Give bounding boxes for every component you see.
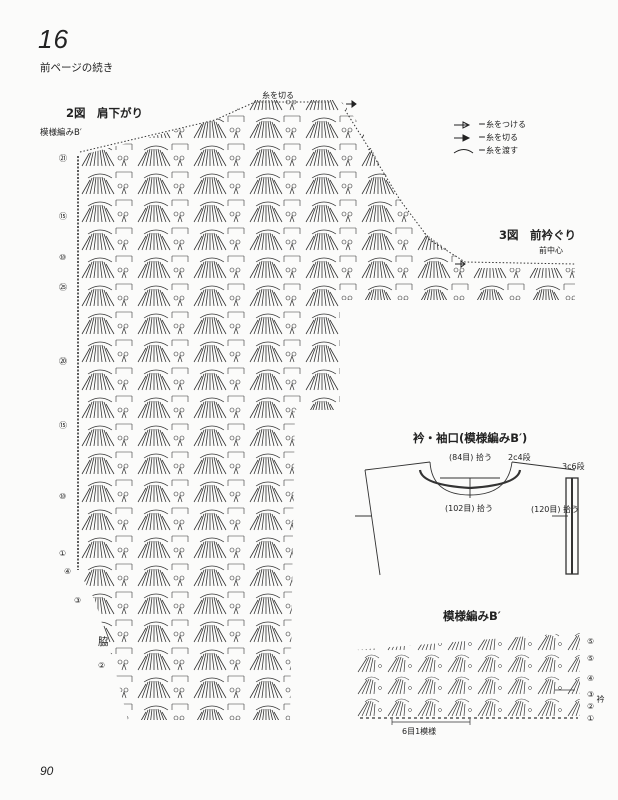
row-mark: ④	[64, 567, 72, 576]
legend-attach-text: ＝糸をつける	[478, 120, 526, 129]
collar-side-label: 衿	[596, 695, 605, 703]
side-label: 脇	[98, 636, 109, 648]
figure2-chart	[78, 100, 575, 720]
legend-cut-text: ＝糸を切る	[478, 133, 518, 142]
row-mark: ⑮	[59, 421, 67, 430]
legend-pass: ＝糸を渡す	[453, 145, 518, 156]
legend-attach: ＝糸をつける	[453, 119, 526, 130]
motif-row-mark: ②	[587, 702, 595, 711]
legend-pass-text: ＝糸を渡す	[478, 146, 518, 155]
collar-schematic	[355, 461, 579, 576]
row-mark: ③	[74, 596, 82, 605]
motif-row-mark: ⑤	[587, 654, 595, 663]
front-center-label: 前中心	[539, 246, 563, 255]
dimension-3c: 3c6段	[562, 462, 585, 471]
row-mark: ②	[98, 661, 106, 670]
pick-up-84-label: (84目) 拾う	[449, 453, 492, 462]
pick-up-120-label: (120目) 拾う	[531, 505, 580, 514]
attach-yarn-marker	[455, 260, 466, 268]
figure2-pattern-label: 模様編みB′	[40, 128, 82, 138]
repeat-label: 6目1模様	[402, 727, 437, 736]
row-mark: ⑳	[59, 357, 67, 366]
motif-row-mark: ①	[587, 714, 595, 723]
row-mark: ⑮	[59, 212, 67, 221]
collar-diagram-title: 衿・袖口(模様編みB′)	[413, 431, 528, 445]
figure3-title: 3図 前衿ぐり	[499, 228, 577, 242]
cut-yarn-icon	[454, 133, 471, 142]
row-mark: ①	[59, 549, 67, 558]
pick-up-102-label: (102目) 拾う	[445, 504, 494, 513]
page-footer-number: 90	[40, 764, 54, 778]
motif-row-mark: ③	[587, 690, 595, 699]
row-mark: ㉕	[59, 283, 67, 292]
motif-row-mark: ⑤	[587, 637, 595, 646]
neckline-slope	[344, 109, 576, 265]
motif-row-mark: ④	[587, 674, 595, 683]
cut-yarn-label: 糸を切る	[262, 91, 294, 100]
continued-note: 前ページの続き	[40, 62, 114, 74]
row-mark: ⑩	[59, 492, 67, 501]
motif-title: 模様編みB′	[443, 609, 501, 623]
cut-yarn-marker	[346, 100, 357, 108]
figure2-title: 2図 肩下がり	[66, 106, 144, 120]
pass-yarn-icon	[453, 148, 474, 153]
row-mark: ㉑	[59, 154, 67, 163]
attach-yarn-icon	[454, 120, 471, 129]
row-mark: ⑩	[59, 253, 67, 262]
dimension-2c: 2c4段	[508, 453, 531, 462]
legend-cut: ＝糸を切る	[453, 132, 518, 143]
motif-chart	[355, 632, 580, 725]
page-number: 16	[38, 24, 69, 54]
